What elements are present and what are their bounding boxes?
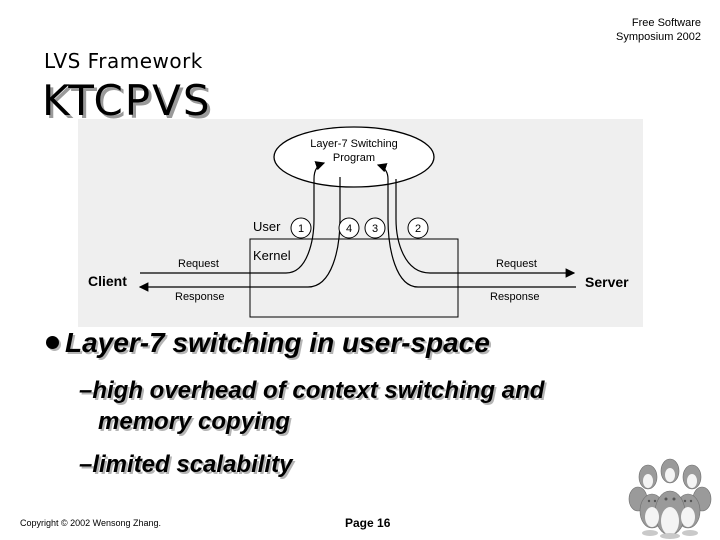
program-label-line2: Program xyxy=(333,152,375,164)
bullet-text: Layer-7 switching in user-space xyxy=(65,327,490,358)
step-4-marker: 4 xyxy=(338,217,360,239)
copyright-text: Copyright © 2002 Wensong Zhang. xyxy=(20,518,162,528)
slide-subtitle: LVS Framework xyxy=(44,49,203,73)
ktcpvs-diagram: Layer-7 Switching Program User Kernel Cl… xyxy=(78,119,643,327)
conference-year: Symposium 2002 xyxy=(616,31,701,43)
program-label-line1: Layer-7 Switching xyxy=(310,138,397,150)
request-right-label: Request xyxy=(496,258,537,270)
server-label: Server xyxy=(585,274,629,290)
response-out-path xyxy=(138,177,341,292)
penguins-logo-icon xyxy=(628,458,712,539)
kernel-box xyxy=(249,238,459,318)
conference-note: Free Software Symposium 2002 xyxy=(501,16,701,44)
response-right-label: Response xyxy=(490,291,540,303)
user-label: User xyxy=(253,219,281,234)
response-left-label: Response xyxy=(175,291,225,303)
step-2-marker: 2 xyxy=(407,217,429,239)
bullet-icon xyxy=(46,336,59,350)
page-number: Page 16 xyxy=(345,516,391,530)
switching-program-node xyxy=(273,126,435,188)
slide-title: KTCPVS xyxy=(42,76,212,125)
request-out-path xyxy=(395,179,576,278)
step-3-label: 3 xyxy=(372,223,378,235)
response-in-path xyxy=(376,163,576,288)
kernel-label: Kernel xyxy=(253,248,291,263)
client-label: Client xyxy=(88,273,127,289)
step-1-label: 1 xyxy=(298,223,304,235)
step-4-label: 4 xyxy=(346,223,352,235)
bullet-item: Layer-7 switching in user-space xyxy=(44,327,490,359)
conference-name: Free Software xyxy=(631,17,701,29)
step-3-marker: 3 xyxy=(364,217,386,239)
request-in-path xyxy=(140,161,326,274)
sub-bullet-1-line2: memory copying xyxy=(98,408,291,435)
sub-bullet-2: –limited scalability xyxy=(79,451,293,478)
step-2-label: 2 xyxy=(415,223,421,235)
step-1-marker: 1 xyxy=(290,217,312,239)
request-left-label: Request xyxy=(178,258,219,270)
sub-bullet-1-line1: –high overhead of context switching and xyxy=(79,377,545,404)
